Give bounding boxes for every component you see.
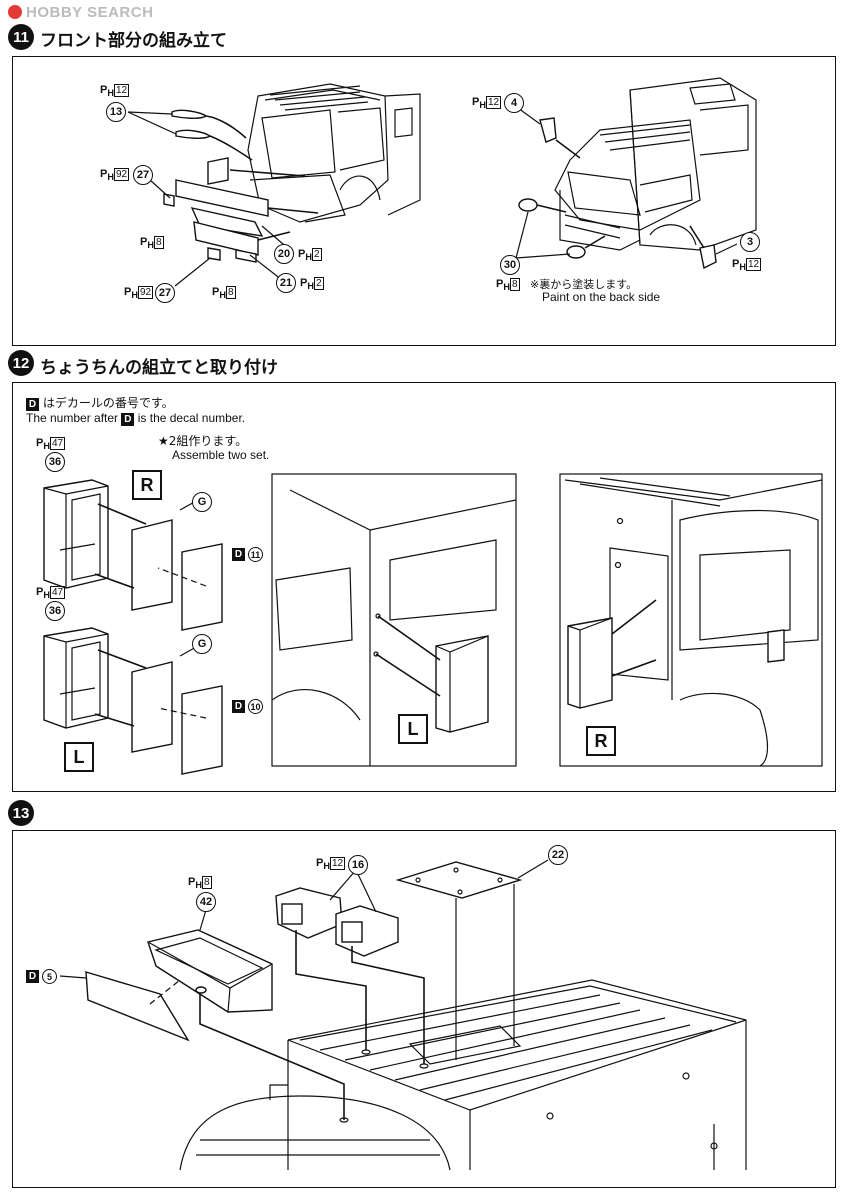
assemble-note-jp: ★2組作ります。 [158,434,248,448]
part-13-label: 13 [106,102,126,122]
assemble-note-en: Assemble two set. [172,448,270,462]
lantern-mounted-right [567,617,613,709]
lantern-top-assembly [43,479,223,631]
part-4-label: 4 [504,93,524,113]
light-bar-part-42 [147,929,273,1013]
part-22-label: 22 [548,845,568,865]
part-42-label: 42 [196,892,216,912]
mirror-right-view [767,629,785,663]
step-12-title: ちょうちんの組立てと取り付け [40,358,278,378]
decal-d-icon-en: D [121,413,135,426]
right-side-view [559,473,823,767]
cargo-box-illustration [179,979,747,1171]
part-3-label: 3 [740,232,760,252]
part-20-label: 20 [274,244,294,264]
step-11-title: フロント部分の組み立て [40,31,227,51]
part-3-shape [699,244,717,270]
part-27-top-label: 27 [133,165,153,185]
truck-cab-left-illustration [247,83,421,223]
decal-10-sheet [181,685,223,775]
horn-parts-16 [275,887,399,957]
clear-part-g-top [131,519,173,611]
decal-11-label: D 11 [232,547,264,562]
part-27-bottom-label: 27 [155,283,175,303]
part-36-bottom-label: 36 [45,601,65,621]
part-16-label: 16 [348,855,368,875]
decal-note-jp: D はデカールの番号です。 [26,394,174,411]
paint-note-en: Paint on the back side [542,290,661,304]
plate-part-22 [395,861,523,899]
part-30-lens-bottom [566,245,586,259]
mirror-parts-13 [171,109,212,139]
step-13-badge: 13 [8,800,34,826]
part-21-label: 21 [276,273,296,293]
step-11-badge: 11 [8,24,34,50]
decal-10-label: D 10 [232,699,264,714]
decal-5-sheet [85,971,190,1042]
paint-note-jp: ※裏から塗装します。 [530,278,638,291]
clear-part-g-top-label: G [192,492,212,512]
side-l-badge: L [64,742,94,772]
decal-11-sheet [181,543,223,631]
clear-part-g-bottom-label: G [192,634,212,654]
step-12-badge: 12 [8,350,34,376]
truck-right-illustration [554,77,757,251]
lantern-mounted-left [435,635,489,733]
left-side-view [271,473,517,767]
decal-d-icon: D [26,398,39,411]
left-view-badge: L [398,714,428,744]
right-view-badge: R [586,726,616,756]
decal-5-label: D 5 [26,969,58,984]
watermark: HOBBY SEARCH [8,4,153,21]
side-r-badge: R [132,470,162,500]
part-30-label: 30 [500,255,520,275]
bumper-parts [163,157,269,263]
hobby-search-logo-icon [8,5,22,19]
part-4-shape [539,117,557,143]
lantern-bottom-assembly [43,627,223,775]
part-36-top-label: 36 [45,452,65,472]
decal-note-en: The number after D is the decal number. [26,411,246,426]
